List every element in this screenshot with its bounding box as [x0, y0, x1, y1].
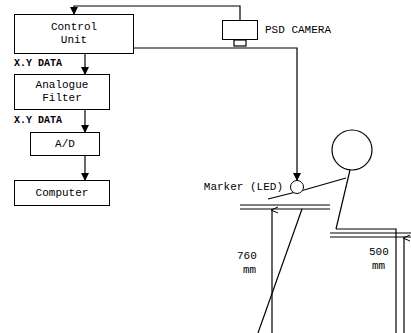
signal-line: [84, 110, 85, 132]
signal-line: [84, 54, 85, 74]
chair-seat: [330, 233, 411, 237]
camera-box: PSD CAMERA: [222, 20, 258, 40]
person-leg: [336, 229, 396, 333]
table-leg: [258, 209, 302, 333]
dimension-label: mm: [371, 260, 386, 272]
dimension-760: [271, 210, 272, 333]
dimension-label: mm: [242, 264, 257, 276]
node-label: Computer: [36, 187, 89, 200]
node-label: A/D: [55, 138, 75, 151]
marker-circle: Marker (LED): [290, 180, 304, 194]
node-label: Control Unit: [48, 21, 101, 46]
node-label: Analogue Filter: [32, 79, 91, 104]
person-head: [332, 130, 372, 170]
signal-name: X.Y DATA: [14, 115, 62, 126]
process-box: Analogue Filter: [14, 74, 110, 110]
process-box: Computer: [14, 180, 110, 206]
camera-lens: [234, 40, 246, 46]
dimension-label: 500: [368, 246, 390, 258]
node-label: Marker (LED): [204, 181, 283, 194]
node-label: PSD CAMERA: [265, 24, 331, 37]
signal-line: [134, 48, 297, 180]
process-box: Control Unit: [14, 14, 134, 54]
process-box: A/D: [30, 132, 100, 156]
dimension-label: 760: [236, 250, 258, 262]
signal-line: [84, 156, 85, 180]
signal-name: X.Y DATA: [14, 58, 62, 69]
table-top: [240, 205, 330, 209]
dimension-500: [403, 238, 404, 333]
